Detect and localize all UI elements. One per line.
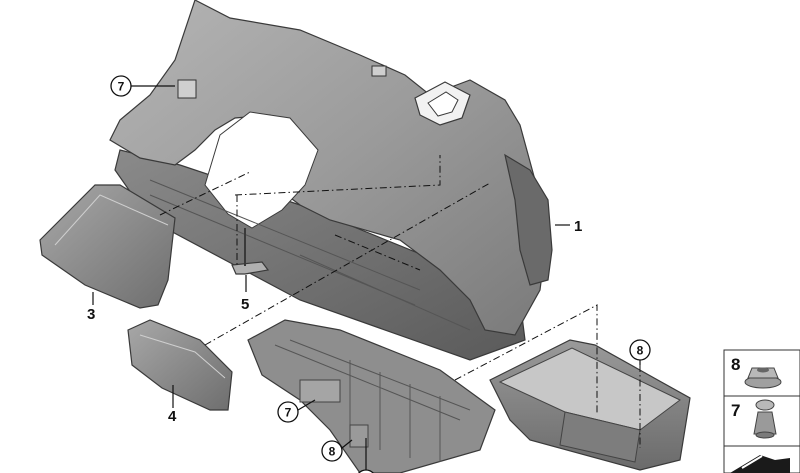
svg-text:1: 1 bbox=[574, 218, 582, 235]
bracket-part bbox=[231, 228, 270, 275]
circled-callout-8-mid: 8 bbox=[321, 440, 343, 462]
svg-text:8: 8 bbox=[731, 355, 740, 374]
svg-text:4: 4 bbox=[168, 408, 177, 425]
callout-1: 1 bbox=[574, 218, 582, 235]
legend-item-clip: 7 bbox=[731, 399, 777, 439]
circled-callout-partial-bottom: 9 bbox=[357, 469, 375, 473]
cover-panel-small bbox=[127, 319, 233, 411]
fastener-legend: 8 7 bbox=[723, 349, 800, 473]
hex-nut-icon bbox=[744, 367, 782, 389]
storage-box bbox=[489, 339, 691, 471]
cover-panel-large bbox=[39, 184, 176, 309]
side-trim-panel bbox=[109, 0, 553, 361]
circled-callout-7-mid: 7 bbox=[277, 401, 299, 423]
svg-text:5: 5 bbox=[241, 296, 249, 313]
svg-text:8: 8 bbox=[329, 445, 336, 459]
svg-text:8: 8 bbox=[637, 344, 644, 358]
construction-lines bbox=[159, 155, 641, 448]
circled-callout-8-right: 8 bbox=[629, 339, 651, 361]
leader-lines bbox=[92, 85, 641, 470]
circled-callout-7-top: 7 bbox=[110, 75, 132, 97]
storage-tray bbox=[247, 319, 496, 473]
callout-4: 4 bbox=[168, 408, 177, 425]
arrow-icon bbox=[730, 455, 790, 473]
svg-text:7: 7 bbox=[118, 80, 125, 94]
callout-5: 5 bbox=[241, 296, 249, 313]
svg-text:3: 3 bbox=[87, 306, 95, 323]
legend-item-nut: 8 bbox=[731, 355, 782, 389]
callout-3: 3 bbox=[87, 306, 95, 323]
svg-text:7: 7 bbox=[285, 406, 292, 420]
push-clip-icon bbox=[753, 399, 777, 439]
svg-text:7: 7 bbox=[731, 401, 740, 420]
